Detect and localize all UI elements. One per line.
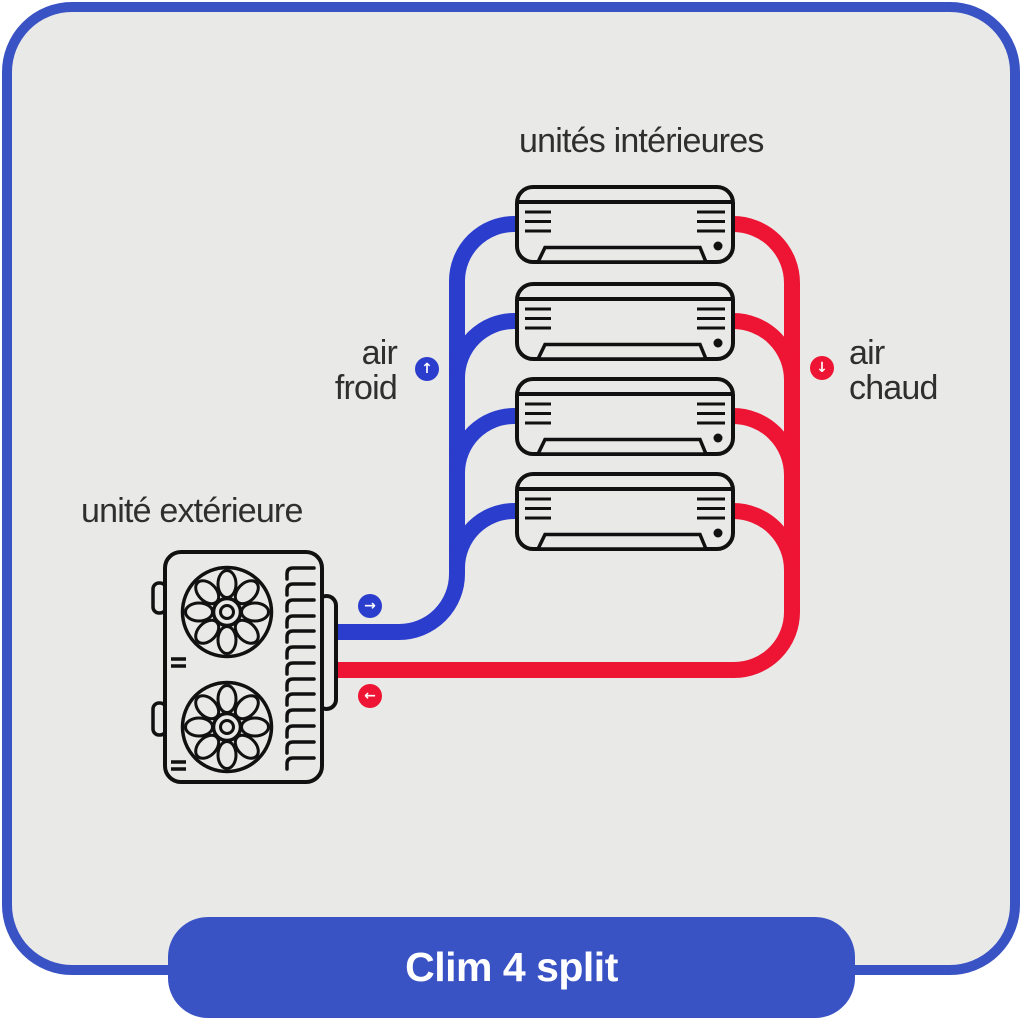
hot-pipe-branch: [727, 503, 800, 571]
cold-air-up-icon: ↑: [415, 357, 439, 381]
cold-air-label-line2: froid: [334, 369, 398, 407]
indoor-units-label: unités intérieures: [519, 122, 764, 160]
cold-air-out-icon: →: [358, 594, 382, 618]
indoor-unit: [515, 472, 735, 551]
outdoor-unit-grille: [285, 566, 316, 771]
page-title: Clim 4 split: [405, 944, 618, 990]
cold-pipe-branch: [449, 408, 524, 474]
indoor-unit: [515, 185, 735, 264]
arrow-up-icon: ↑: [421, 361, 433, 377]
outdoor-unit-label: unité extérieure: [81, 492, 303, 530]
cold-pipe-main: [335, 216, 524, 640]
outdoor-unit-vent-marks: [171, 657, 186, 771]
outdoor-unit-body: [163, 550, 324, 784]
arrow-right-icon: →: [364, 598, 376, 614]
indoor-unit: [515, 377, 735, 456]
cold-pipe: [335, 216, 524, 640]
hot-air-label-line1: air: [849, 334, 885, 372]
cold-pipe-branch: [449, 313, 524, 379]
arrow-left-icon: ←: [364, 688, 376, 704]
hot-air-down-icon: ↓: [810, 356, 834, 380]
cold-air-label-line1: air: [361, 334, 398, 372]
hot-pipe-branch: [727, 408, 800, 476]
hot-air-label: air chaud: [849, 336, 938, 406]
indoor-units: [515, 185, 735, 551]
hot-pipe-branch: [727, 313, 800, 381]
card-background: [2, 2, 1020, 975]
outdoor-unit: [151, 550, 338, 784]
title-banner: Clim 4 split: [168, 917, 855, 1018]
cold-air-label: air froid: [334, 334, 398, 407]
hot-air-label-line2: chaud: [849, 369, 938, 407]
hot-pipe: [335, 216, 800, 678]
arrow-down-icon: ↓: [816, 360, 828, 376]
indoor-unit: [515, 282, 735, 361]
hot-air-in-icon: ←: [358, 684, 382, 708]
cold-pipe-branch: [449, 503, 524, 569]
